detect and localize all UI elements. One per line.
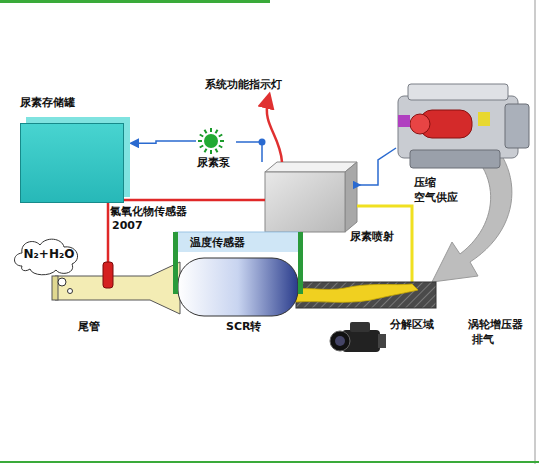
pipe-connector	[131, 141, 196, 143]
node-label: 尿素存储罐	[20, 96, 124, 109]
scr-brick	[178, 258, 298, 316]
product-label: N₂+H₂O	[10, 236, 88, 261]
urea-tank	[20, 123, 124, 203]
urea-spray	[296, 284, 418, 302]
nox-sensor	[103, 262, 113, 288]
cloud-bubble	[58, 278, 66, 286]
part-label: SCR转	[226, 320, 261, 333]
part-label: 尾管	[78, 320, 100, 333]
temperature-sensor	[298, 232, 303, 294]
exhaust-label: 涡轮增压器	[468, 318, 523, 331]
frame-line	[534, 0, 536, 464]
supply-label: 空气供应	[414, 191, 458, 204]
injection-label: 尿素喷射	[350, 230, 394, 243]
supply-label: 压缩	[414, 176, 436, 189]
sensor-wire	[108, 200, 265, 262]
control-unit	[265, 162, 357, 232]
engine	[398, 84, 529, 168]
indicator-arrow	[267, 100, 282, 162]
frame-line	[0, 461, 539, 463]
camera	[330, 322, 386, 352]
sensor-number: 2007	[112, 219, 143, 232]
temperature-wire	[175, 232, 300, 233]
sensor-label: 氯氧化物传感器	[110, 205, 187, 218]
exhaust-label: 排气	[472, 333, 494, 346]
cloud-bubble	[68, 289, 73, 294]
cloud-bubble-node: N₂+H₂O	[10, 236, 88, 276]
tailpipe	[55, 262, 180, 314]
wire-dot	[259, 139, 266, 146]
air-line	[357, 148, 396, 185]
decomposition-pipe	[296, 282, 436, 308]
pump-symbol: 尿素泵	[188, 126, 238, 169]
pump-icon	[188, 126, 234, 156]
urea-line	[357, 206, 412, 282]
sensor-label: 温度传感器	[190, 236, 245, 249]
tailpipe-end	[52, 276, 58, 300]
temperature-sensor	[173, 232, 178, 294]
indicator-label: 系统功能指示灯	[205, 78, 282, 91]
region-label: 分解区域	[390, 318, 434, 331]
pump-wire	[236, 142, 262, 162]
frame-line	[0, 0, 270, 3]
node-label: 尿素泵	[188, 156, 238, 169]
tank-box: 尿素存储罐	[20, 96, 124, 203]
temperature-band	[175, 232, 302, 252]
